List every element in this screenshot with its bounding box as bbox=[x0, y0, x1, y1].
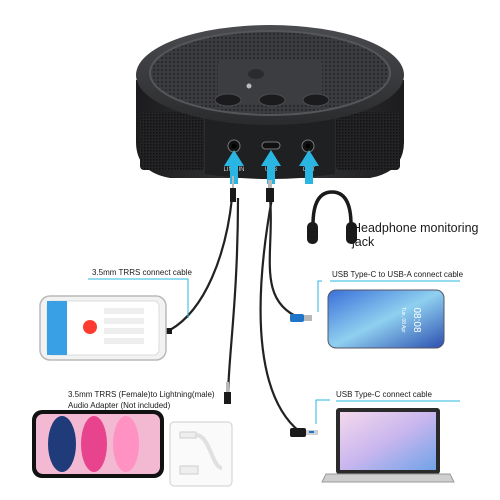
phone-left bbox=[39, 295, 167, 361]
arrow-up-icon bbox=[224, 150, 319, 184]
right-grill bbox=[336, 112, 400, 170]
boya-logo-icon bbox=[246, 83, 252, 89]
laptop bbox=[321, 408, 455, 483]
headphone-icon bbox=[307, 190, 357, 244]
callout-lightning-adapter-2: Audio Adapter (Not included) bbox=[68, 401, 171, 410]
phone-date: Tue, 08 Apr bbox=[400, 307, 406, 333]
lightning-adapter bbox=[169, 421, 233, 487]
callout-trrs-cable: 3.5mm TRRS connect cable bbox=[92, 268, 192, 277]
speakerphone: LINE IN USB OUT bbox=[136, 25, 404, 179]
iphone bbox=[32, 410, 164, 478]
control-buttons bbox=[214, 93, 330, 107]
ports bbox=[227, 139, 315, 153]
callout-usbc-to-usba: USB Type-C to USB-A connect cable bbox=[332, 270, 464, 279]
mute-icon bbox=[248, 69, 264, 79]
callout-lightning-adapter-1: 3.5mm TRRS (Female)to Lightning(male) bbox=[68, 390, 215, 399]
phone-right: 08:08 Tue, 08 Apr bbox=[327, 289, 445, 349]
left-grill bbox=[140, 112, 204, 170]
callout-usbc-cable: USB Type-C connect cable bbox=[336, 390, 432, 399]
callout-headphone-monitoring: Headphone monitoring jack bbox=[352, 221, 479, 249]
phone-time: 08:08 bbox=[411, 307, 422, 332]
